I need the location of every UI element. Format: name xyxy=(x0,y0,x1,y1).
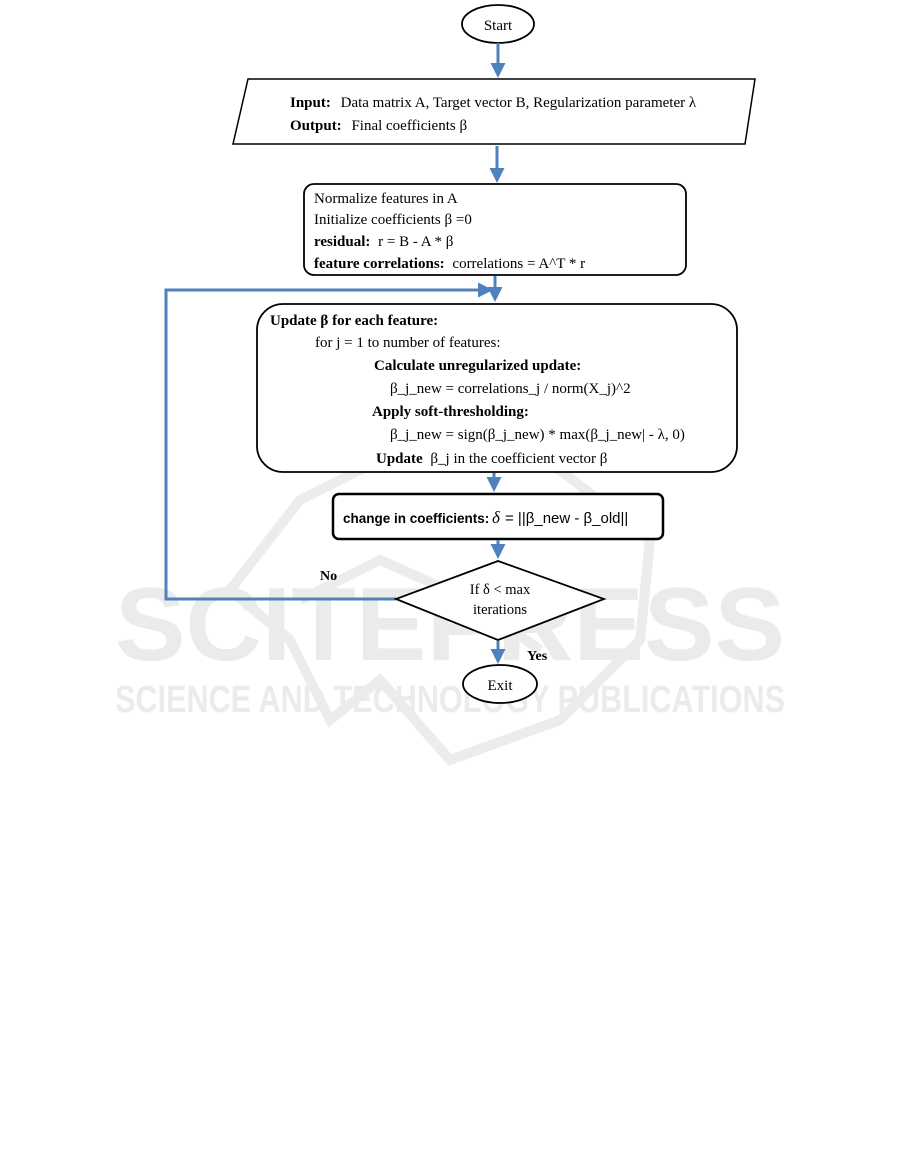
init-line3-label: residual: xyxy=(314,234,370,250)
io-input-label: Input: xyxy=(290,95,331,111)
update-calc-label: Calculate unregularized update: xyxy=(374,358,581,374)
update-final-bold: Update xyxy=(376,451,423,467)
init-line2: Initialize coefficients β =0 xyxy=(314,212,472,228)
init-line1: Normalize features in A xyxy=(314,191,458,207)
svg-text:feature correlations: co: feature correlations: correlations = A^T… xyxy=(314,256,585,272)
decision-no-label: No xyxy=(320,569,337,584)
svg-text:Update β_j in the coeffi: Update β_j in the coefficient vector β xyxy=(376,451,607,467)
update-soft-label: Apply soft-thresholding: xyxy=(372,404,529,420)
update-soft-formula: β_j_new = sign(β_j_new) * max(β_j_new| -… xyxy=(390,427,685,443)
change-formula: = ||β_new - β_old|| xyxy=(505,510,628,527)
io-output-text: Final coefficients β xyxy=(351,118,467,134)
io-output-label: Output: xyxy=(290,118,342,134)
decision-node: If δ < max iterations xyxy=(393,560,607,641)
exit-label: Exit xyxy=(488,678,514,694)
init-line4-text: correlations = A^T * r xyxy=(452,256,585,272)
decision-line1: If δ < max xyxy=(470,582,531,598)
change-symbol: δ xyxy=(492,508,501,527)
watermark-sub-text: SCIENCE AND TECHNOLOGY PUBLICATIONS xyxy=(115,679,785,721)
exit-node: Exit xyxy=(462,664,538,704)
decision-yes-label: Yes xyxy=(527,649,548,664)
io-node: Input: Data matrix A, Target vector B, R… xyxy=(232,78,756,145)
start-label: Start xyxy=(484,18,513,34)
update-loop: for j = 1 to number of features: xyxy=(315,335,501,351)
arrow-loop-back xyxy=(164,282,493,601)
update-calc-formula: β_j_new = correlations_j / norm(X_j)^2 xyxy=(390,381,631,397)
change-label: change in coefficients: xyxy=(343,511,489,526)
svg-text:residual: r = B - A * β: residual: r = B - A * β xyxy=(314,234,453,250)
init-line3-text: r = B - A * β xyxy=(378,234,453,250)
init-line4-label: feature correlations: xyxy=(314,256,445,272)
update-final-text: β_j in the coefficient vector β xyxy=(430,451,607,467)
init-node: Normalize features in A Initialize coeff… xyxy=(303,183,687,276)
decision-line2: iterations xyxy=(473,602,527,618)
svg-text:Output: Final coefficien: Output: Final coefficients β xyxy=(290,118,467,134)
update-node: Update β for each feature: for j = 1 to … xyxy=(256,303,738,473)
update-title: Update β for each feature: xyxy=(270,313,438,329)
change-node: change in coefficients: δ = ||β_new - β_… xyxy=(331,492,665,541)
svg-text:Input: Data matrix A, Ta: Input: Data matrix A, Target vector B, R… xyxy=(290,95,697,111)
start-node: Start xyxy=(461,4,535,44)
io-input-text: Data matrix A, Target vector B, Regulari… xyxy=(341,95,697,111)
